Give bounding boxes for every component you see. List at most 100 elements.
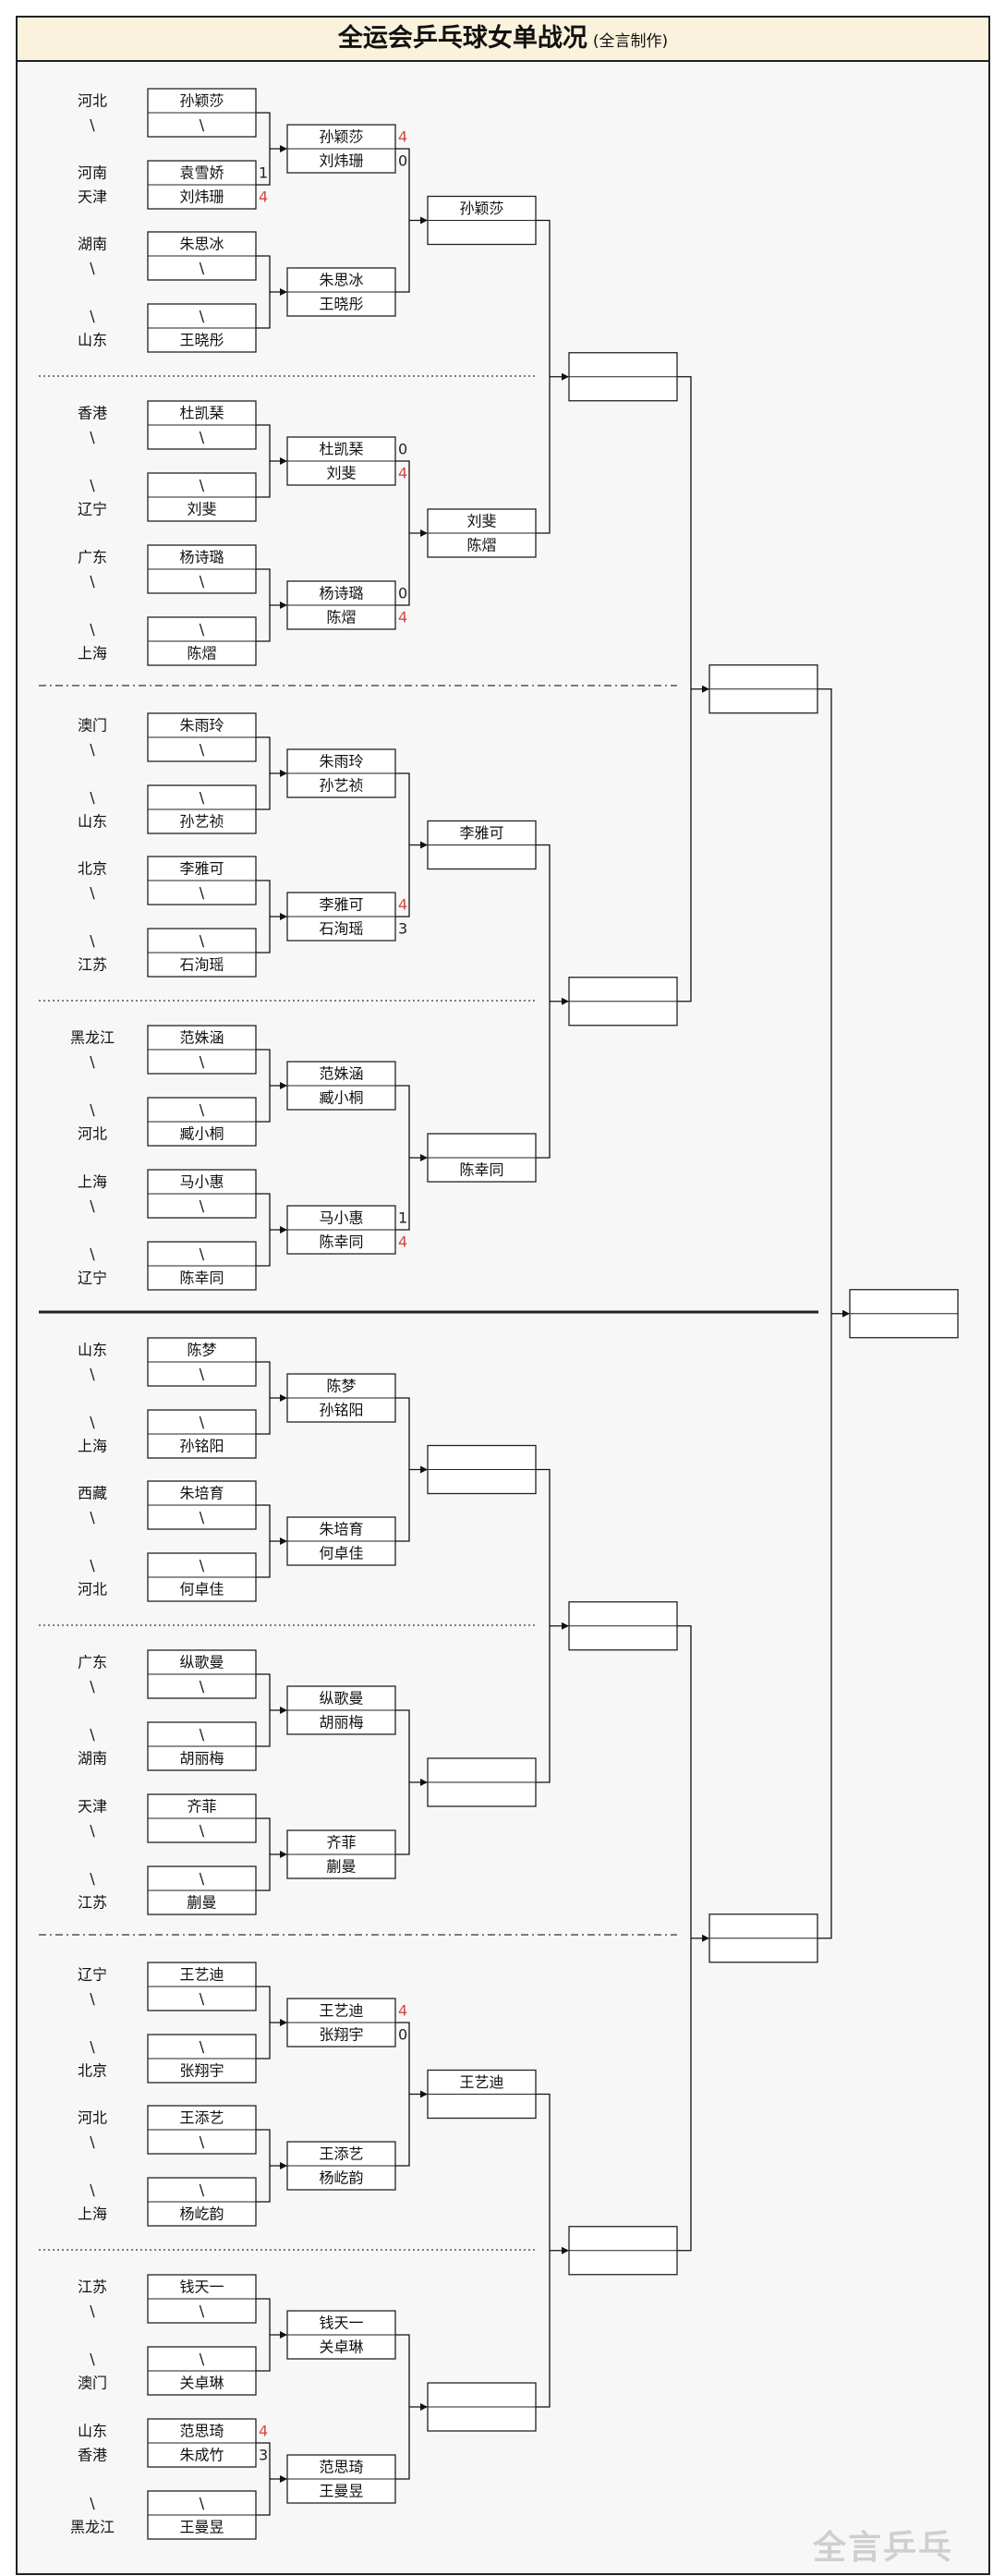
- player-name: 马小惠: [179, 1173, 224, 1191]
- player-name: 王艺迪: [319, 2002, 363, 2020]
- player-name: 杨诗璐: [179, 549, 224, 566]
- player-region: 广东: [78, 549, 107, 566]
- match-r5-2: [708, 1914, 818, 1963]
- match-score: 4: [259, 188, 268, 206]
- player-name: 石洵瑶: [319, 920, 363, 938]
- player-region: \: [90, 116, 95, 134]
- player-region: 山东: [78, 1342, 107, 1359]
- match-score: 4: [398, 896, 407, 914]
- match-score: 0: [398, 2026, 407, 2044]
- player-name: 蒯曼: [187, 1894, 216, 1912]
- player-region: \: [90, 308, 95, 325]
- player-name: 孙颖莎: [179, 92, 224, 110]
- player-name: 胡丽梅: [319, 1714, 363, 1732]
- player-region: 河北: [78, 92, 107, 110]
- player-name: 蒯曼: [326, 1858, 356, 1876]
- player-name: 王晓彤: [179, 332, 224, 349]
- bracket-line: [536, 1468, 551, 1783]
- match-score: 4: [398, 609, 407, 626]
- player-name: 孙颖莎: [459, 200, 503, 217]
- player-name: \: [200, 621, 205, 638]
- player-region: \: [90, 2038, 95, 2056]
- player-name: 臧小桐: [319, 1089, 363, 1107]
- bracket-line: [677, 376, 692, 1002]
- player-name: 臧小桐: [179, 1125, 224, 1143]
- player-name: 齐菲: [326, 1834, 356, 1852]
- player-name: 孙铭阳: [319, 1402, 363, 1419]
- player-region: \: [90, 1990, 95, 2008]
- player-region: 天津: [78, 1798, 107, 1816]
- player-name: 陈梦: [326, 1378, 356, 1395]
- match-score: 4: [398, 1233, 407, 1251]
- player-name: 钱天一: [179, 2278, 224, 2296]
- player-name: \: [200, 260, 205, 277]
- player-name: 齐菲: [187, 1798, 216, 1816]
- player-name: \: [200, 1245, 205, 1263]
- player-region: \: [90, 1557, 95, 1574]
- match-score: 1: [259, 164, 268, 182]
- player-name: 孙铭阳: [179, 1438, 224, 1455]
- match-r4-4: [568, 2226, 678, 2276]
- player-region: 湖南: [78, 236, 107, 253]
- player-region: 澳门: [78, 2375, 107, 2392]
- player-region: 河南: [78, 164, 107, 182]
- player-region: \: [90, 477, 95, 494]
- bracket-line: [256, 2298, 271, 2372]
- player-region: 上海: [78, 1438, 107, 1455]
- match-score: 3: [259, 2447, 268, 2464]
- match-score: 0: [398, 441, 407, 458]
- player-name: 胡丽梅: [179, 1750, 224, 1768]
- player-region: 辽宁: [78, 1270, 107, 1287]
- player-name: 陈熠: [326, 609, 356, 626]
- player-name: 杜凯琹: [179, 405, 224, 422]
- player-name: 纵歌曼: [319, 1690, 363, 1707]
- player-name: \: [200, 2133, 205, 2151]
- player-region: 河北: [78, 1125, 107, 1143]
- player-name: 石洵瑶: [179, 956, 224, 974]
- player-name: \: [200, 1557, 205, 1574]
- player-region: 北京: [78, 2062, 107, 2080]
- bracket-line: [536, 2093, 551, 2408]
- player-region: 江苏: [78, 2278, 107, 2296]
- player-name: 刘斐: [326, 465, 356, 482]
- player-name: 范思琦: [179, 2423, 224, 2440]
- bracket-line: [256, 1049, 271, 1123]
- player-name: 朱思冰: [319, 272, 363, 289]
- player-region: 山东: [78, 813, 107, 831]
- bracket-line: [256, 1193, 271, 1267]
- player-name: 何卓佳: [179, 1581, 224, 1598]
- player-name: 王晓彤: [319, 296, 363, 313]
- bracket-line: [256, 1361, 271, 1435]
- player-name: 关卓琳: [319, 2339, 363, 2356]
- match-r3-8: [427, 2382, 537, 2432]
- bracket-line: [256, 1504, 271, 1578]
- player-region: \: [90, 1822, 95, 1840]
- player-region: 辽宁: [78, 501, 107, 518]
- player-region: 香港: [78, 405, 107, 422]
- player-region: \: [90, 1101, 95, 1119]
- player-region: \: [90, 741, 95, 759]
- player-region: \: [90, 1366, 95, 1383]
- player-name: 杨诗璐: [319, 585, 363, 602]
- match-r3-1: 孙颖莎: [427, 195, 537, 246]
- player-region: 上海: [78, 1173, 107, 1191]
- player-name: 刘炜珊: [319, 152, 363, 170]
- player-region: \: [90, 1726, 95, 1744]
- player-region: 河北: [78, 2109, 107, 2127]
- player-region: \: [90, 932, 95, 950]
